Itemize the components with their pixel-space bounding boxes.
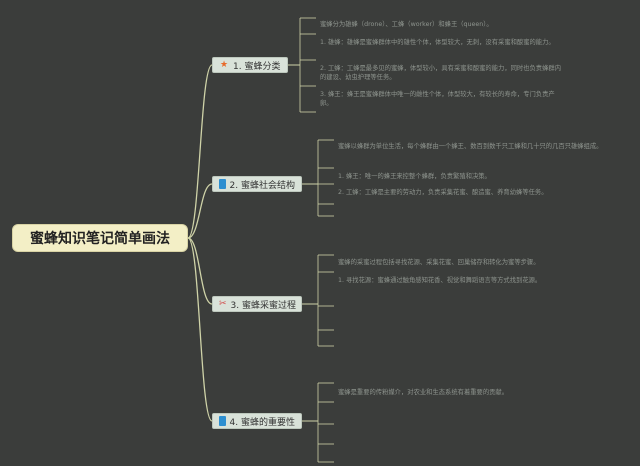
leaf-text: 2. 工蜂：工蜂是最多见的蜜蜂，体型较小，具有采蜜和酿蜜的能力，同时也负责蜂群内… [320, 65, 561, 81]
leaf-text: 蜜蜂分为雄蜂（drone）、工蜂（worker）和蜂王（queen）。 [320, 21, 493, 28]
connector-line [187, 237, 213, 422]
branch-node-importance[interactable]: 4. 蜜蜂的重要性 [212, 413, 302, 429]
leaf-text: 3. 蜂王：蜂王是蜜蜂群体中唯一的雌性个体，体型较大，有较长的寿命，专门负责产卵… [320, 91, 555, 107]
connector-line [187, 64, 213, 239]
branch-node-classification[interactable]: ★ 1. 蜜蜂分类 [212, 57, 288, 73]
leaf-text: 1. 雄蜂：雄蜂是蜜蜂群体中的雄性个体，体型较大，无刺，没有采蜜和酿蜜的能力。 [320, 39, 555, 46]
branch-node-nectar-process[interactable]: ✂ 3. 蜜蜂采蜜过程 [212, 296, 302, 312]
branch-label: 3. 蜜蜂采蜜过程 [230, 300, 296, 311]
leaf-text: 1. 蜂王：唯一的蜂王来控整个蜂群，负责繁殖和决策。 [338, 173, 491, 180]
branch-node-social-structure[interactable]: 2. 蜜蜂社会结构 [212, 176, 302, 192]
branch-label: 2. 蜜蜂社会结构 [229, 180, 295, 191]
tools-icon: ✂ [219, 299, 227, 309]
leaf-text: 蜜蜂以蜂群为单位生活，每个蜂群由一个蜂王、数百到数千只工蜂和几十只的几百只雄蜂组… [338, 143, 603, 150]
root-title: 蜜蜂知识笔记简单画法 [30, 231, 170, 247]
branch-label: 1. 蜜蜂分类 [233, 61, 281, 72]
flag-icon [219, 416, 226, 426]
root-node[interactable]: 蜜蜂知识笔记简单画法 [12, 224, 188, 252]
leaf-text: 蜜蜂的采蜜过程包括寻找花源、采集花蜜、回巢储存和转化为蜜等步骤。 [338, 259, 540, 266]
branch-label: 4. 蜜蜂的重要性 [229, 417, 295, 428]
leaf-text: 1. 寻找花源：蜜蜂通过触角感知花香、视觉和舞蹈语言等方式找到花源。 [338, 277, 542, 284]
connector-line [187, 183, 213, 239]
flag-icon [219, 179, 226, 189]
leaf-text: 蜜蜂是重要的传粉媒介，对农业和生态系统有着重要的贡献。 [338, 389, 509, 396]
connector-line [187, 237, 213, 305]
star-icon: ★ [219, 60, 229, 70]
leaf-text: 2. 工蜂：工蜂是主要的劳动力，负责采集花蜜、酿造蜜、养育幼蜂等任务。 [338, 189, 548, 196]
